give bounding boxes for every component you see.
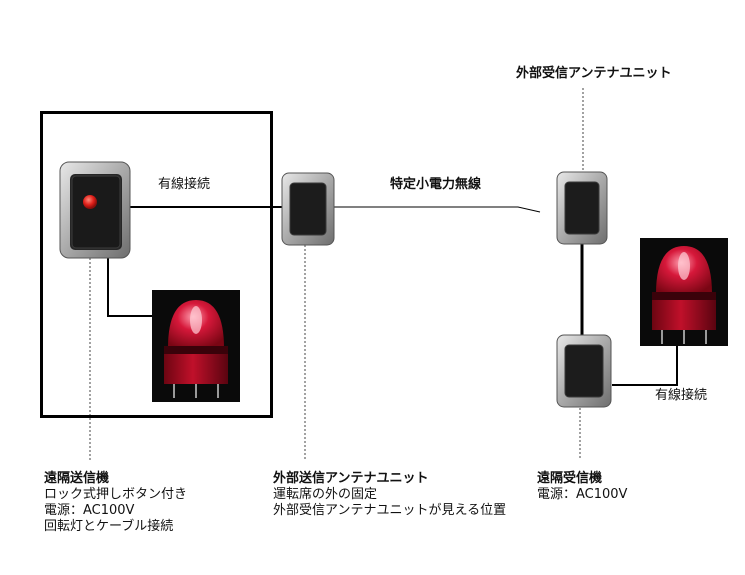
remote-transmitter-device (58, 160, 132, 264)
transmitter-caption-line: ロック式押しボタン付き (44, 487, 188, 502)
lamp-cable-line (107, 258, 152, 317)
receive-antenna-title: 外部受信アンテナユニット (516, 66, 672, 81)
transmitter-caption: 遠隔送信機 ロック式押しボタン付き 電源：AC100V 回転灯とケーブル接続 (44, 471, 187, 535)
external-receive-antenna-device (556, 171, 608, 249)
ext-antenna-caption-line: 運転席の外の固定 (273, 487, 378, 502)
ext-antenna-caption-line: 外部受信アンテナユニットが見える位置 (273, 503, 507, 518)
receiver-caption-line: 電源：AC100V (537, 487, 628, 502)
wireless-link-line (334, 206, 541, 213)
red-push-button (83, 195, 97, 209)
ext-antenna-caption-title: 外部送信アンテナユニット (273, 471, 429, 486)
external-transmit-antenna-device (281, 172, 335, 250)
ext-antenna-caption: 外部送信アンテナユニット 運転席の外の固定 外部受信アンテナユニットが見える位置 (273, 471, 506, 519)
rotating-lamp-left (152, 290, 240, 406)
remote-receiver-device (556, 334, 612, 412)
transmitter-caption-title: 遠隔送信機 (44, 471, 110, 486)
wired-connection-label-left: 有線接続 (158, 177, 211, 192)
receiver-lamp-cable (612, 345, 678, 386)
rotating-lamp-right (640, 238, 728, 350)
wireless-label: 特定小電力無線 (390, 177, 482, 192)
receiver-caption-title: 遠隔受信機 (537, 471, 603, 486)
transmitter-caption-line: 回転灯とケーブル接続 (44, 519, 174, 534)
driver-cab-frame (40, 111, 273, 418)
transmitter-caption-line: 電源：AC100V (44, 503, 135, 518)
receiver-caption: 遠隔受信機 電源：AC100V (537, 471, 627, 503)
wired-connection-label-right: 有線接続 (655, 388, 708, 403)
